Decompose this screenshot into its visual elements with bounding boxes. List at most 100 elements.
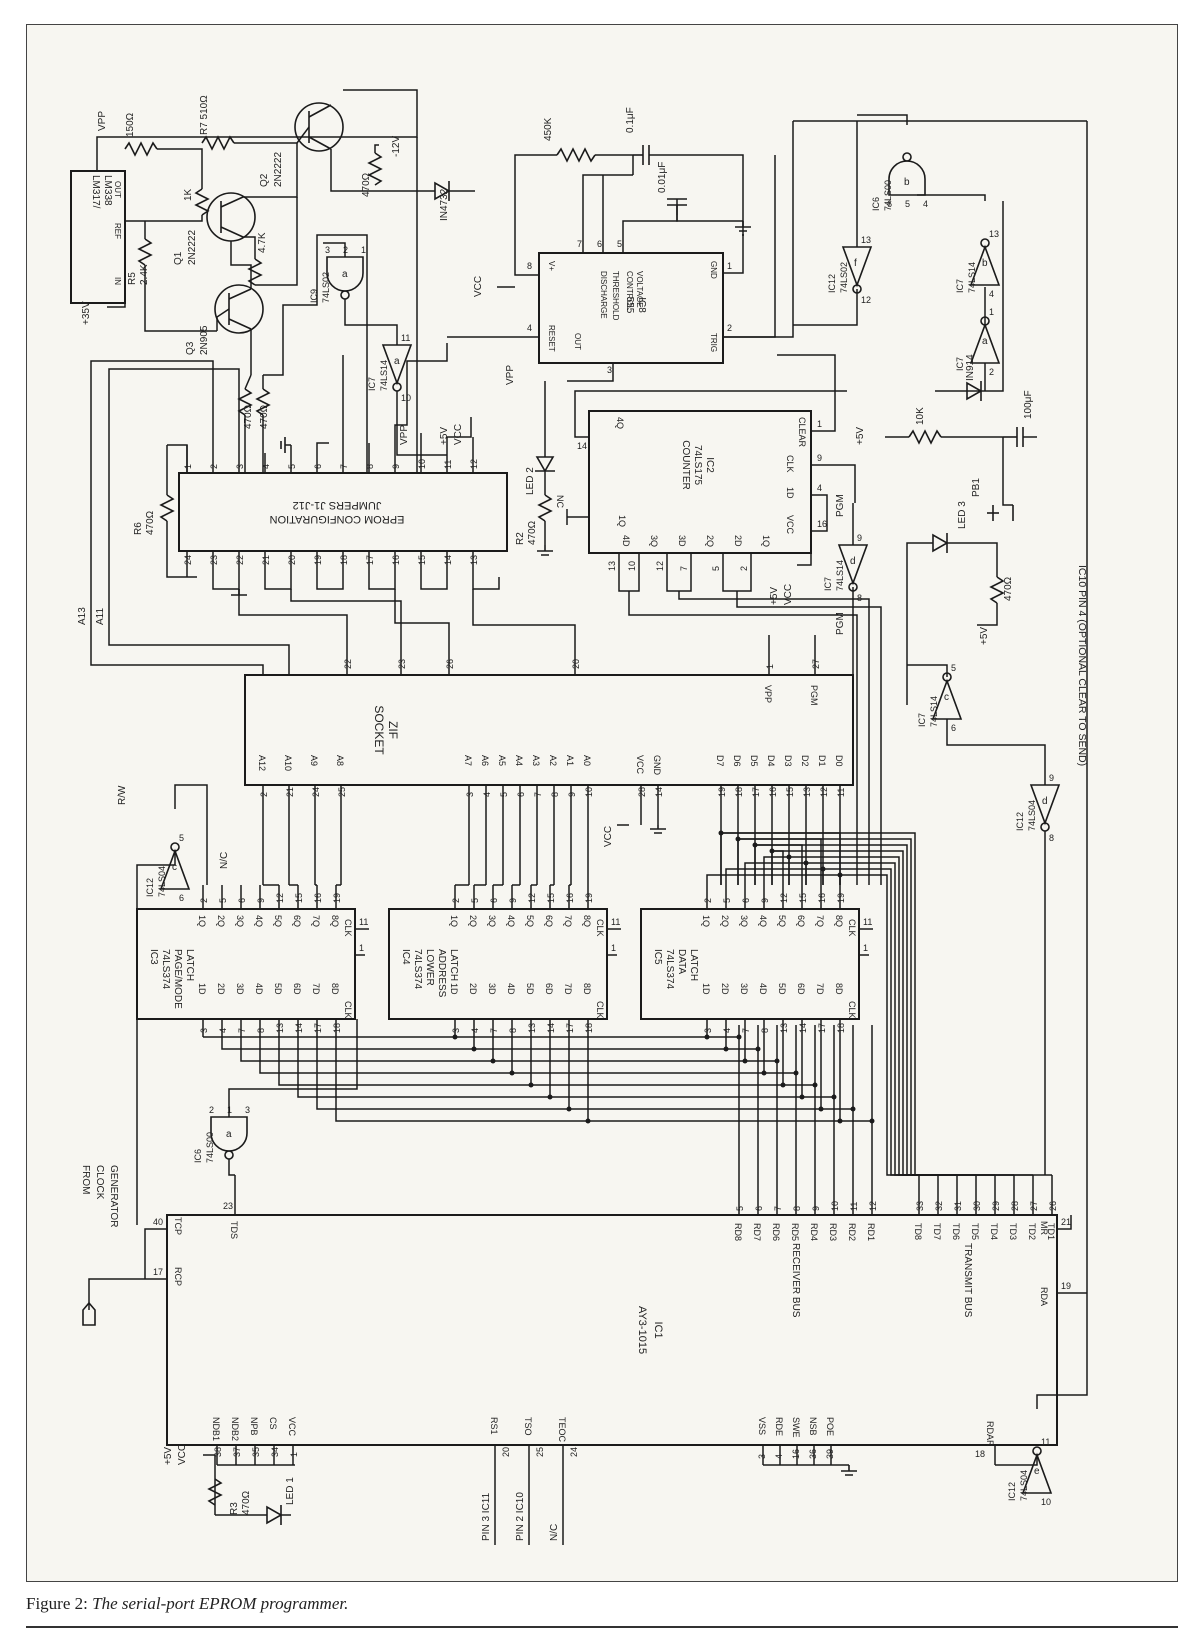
ic4-q-pin: 15 [546, 893, 556, 903]
ic2-1q: 1Q [617, 515, 627, 527]
power-supply: LM317/ LM338 OUT REF IN VPP +35V 150Ω R7… [70, 89, 475, 473]
ic1-pin-label: NPB [249, 1417, 259, 1436]
ic8-pin2: 2 [727, 323, 732, 333]
bus-junction [723, 1046, 729, 1052]
ic3-clk-label: CLK [343, 919, 353, 937]
ic8-pin3: 3 [607, 365, 612, 375]
ic7-inverter-c-ic: IC7 [955, 357, 965, 371]
ic8-part: 555 [624, 297, 635, 314]
ic2-clear: CLEAR [797, 417, 807, 448]
ic1-tx-pin-label: TD6 [951, 1223, 961, 1240]
ic1-pin-num: 18 [975, 1449, 985, 1459]
ic1-pin-num: 37 [232, 1447, 242, 1457]
ic8-name: IC8 [636, 297, 647, 313]
ic9-nor-gate-ic: IC9 [309, 289, 319, 303]
ic2-bottom-pin: 10 [627, 561, 637, 571]
schematic-sheet: IC1 AY3-1015 RECEIVER BUS TRANSMIT BUS 4… [26, 24, 1178, 1582]
ic12-inverter-e-pin-in: 10 [1041, 1497, 1051, 1507]
ic8-trig: TRIG [709, 333, 718, 352]
ic6-nand-a-pin: 2 [209, 1105, 214, 1115]
ic5-d-label: 4D [758, 983, 768, 995]
ic1-rx-pin-num: 8 [792, 1206, 802, 1211]
ic3-d-label: 4D [254, 983, 264, 995]
jumper-top-pin: 4 [261, 464, 271, 469]
ic8-threshold: THRESHOLD [611, 271, 620, 321]
ic2-bottom-pin: 13 [607, 561, 617, 571]
ic4-q-label: 2Q [468, 915, 478, 927]
jumper-top-pin: 1 [183, 464, 193, 469]
jumper-top-pin: 12 [469, 459, 479, 469]
ic1-rx-pin-label: RD7 [752, 1223, 762, 1241]
ic1-tx-pin-num: 32 [934, 1201, 944, 1211]
p5v-led3: +5V [979, 627, 990, 645]
ic2-4d: 4D [621, 535, 631, 547]
ic3-q-pin: 5 [218, 898, 228, 903]
ic7-inverter-a-pin-in: 11 [401, 333, 410, 343]
pgm-label-2: PGM [835, 612, 846, 635]
ic4-part: 74LS374 [412, 949, 423, 989]
ic5-d-pin: 17 [817, 1023, 827, 1033]
ic4-q-pin: 6 [489, 898, 499, 903]
ic5-part: 74LS374 [664, 949, 675, 989]
bus-junction [818, 1106, 824, 1112]
ic12-inverter-d-part: 74LS04 [1027, 800, 1037, 831]
ic9-nor-gate-letter: a [342, 269, 348, 280]
ic3-d-label: 2D [216, 983, 226, 995]
ic1-pin-num: 23 [223, 1201, 233, 1211]
ic1-pin-num: 35 [251, 1447, 261, 1457]
ic12-inverter-f-ic: IC12 [827, 274, 837, 293]
ic7-inverter-a-part: 74LS14 [379, 360, 389, 391]
ic2-3d: 3D [677, 535, 687, 547]
ic5-d-pin: 3 [703, 1028, 713, 1033]
ic5-name: IC5 [652, 949, 663, 965]
ic1-pin-num: 24 [569, 1447, 579, 1457]
ic4-d-label: 6D [544, 983, 554, 995]
zif-top-pin: 20 [571, 659, 581, 669]
ic6-nand-a-ic: IC6 [193, 1149, 203, 1163]
jumper-top-pin: 6 [313, 464, 323, 469]
ic6-nand-b-ic: IC6 [871, 197, 881, 211]
bus-junction [735, 836, 741, 842]
jumper-bottom-pin: 14 [443, 555, 453, 565]
jumper-bottom-pin: 21 [261, 555, 271, 565]
ic4-q-pin: 5 [470, 898, 480, 903]
ic6-nand-b-pin: 5 [905, 199, 910, 209]
ic5-q-pin: 5 [722, 898, 732, 903]
figure-number: Figure 2: [26, 1594, 88, 1613]
ic3-d-label: 8D [330, 983, 340, 995]
bus-junction [780, 1082, 786, 1088]
r-470-b: 470Ω [243, 404, 254, 429]
ic2-1q-out: 1Q [761, 535, 771, 547]
ic7-inverter-a-letter: a [394, 356, 400, 367]
ic12-inverter-f-part: 74LS02 [839, 262, 849, 293]
ic12-inverter-d-pin-in: 9 [1049, 773, 1054, 783]
ic7-inverter-b-ic: IC7 [955, 279, 965, 293]
bus-junction [704, 1034, 710, 1040]
ic3-q-pin: 6 [237, 898, 247, 903]
jumper-top-pin: 3 [235, 464, 245, 469]
clock-label-1: FROM [80, 1165, 91, 1194]
zif-data-label: D5 [749, 755, 759, 767]
reg-name-2: LM338 [102, 175, 113, 206]
ic6-nand-b-letter: b [904, 177, 910, 188]
ic7-inverter-d-pin-in: 9 [857, 533, 862, 543]
ic8-vplus: V+ [547, 261, 556, 271]
ic1-rx-pin-label: RD2 [847, 1223, 857, 1241]
zif-addr-pin: 3 [465, 792, 475, 797]
ic1-uart: IC1 AY3-1015 RECEIVER BUS TRANSMIT BUS 4… [153, 1025, 1087, 1545]
q1-part: 2N2222 [187, 230, 198, 265]
ic3-q-pin: 15 [294, 893, 304, 903]
ic3-d-label: 5D [273, 983, 283, 995]
zif-data-pin: 13 [802, 787, 812, 797]
ic1-pin-num: 36 [808, 1449, 818, 1459]
jumper-bottom-pin: 13 [469, 555, 479, 565]
jumper-bottom-pin: 16 [391, 555, 401, 565]
ic1-pin-label: RDAR [985, 1421, 995, 1447]
ic4-d-label: 8D [582, 983, 592, 995]
ic7-inverter-c-letter: a [982, 336, 988, 347]
bus-junction [769, 848, 775, 854]
ic12-inverter-c-part: 74LS04 [157, 866, 167, 897]
jumper-top-pin: 9 [391, 464, 401, 469]
